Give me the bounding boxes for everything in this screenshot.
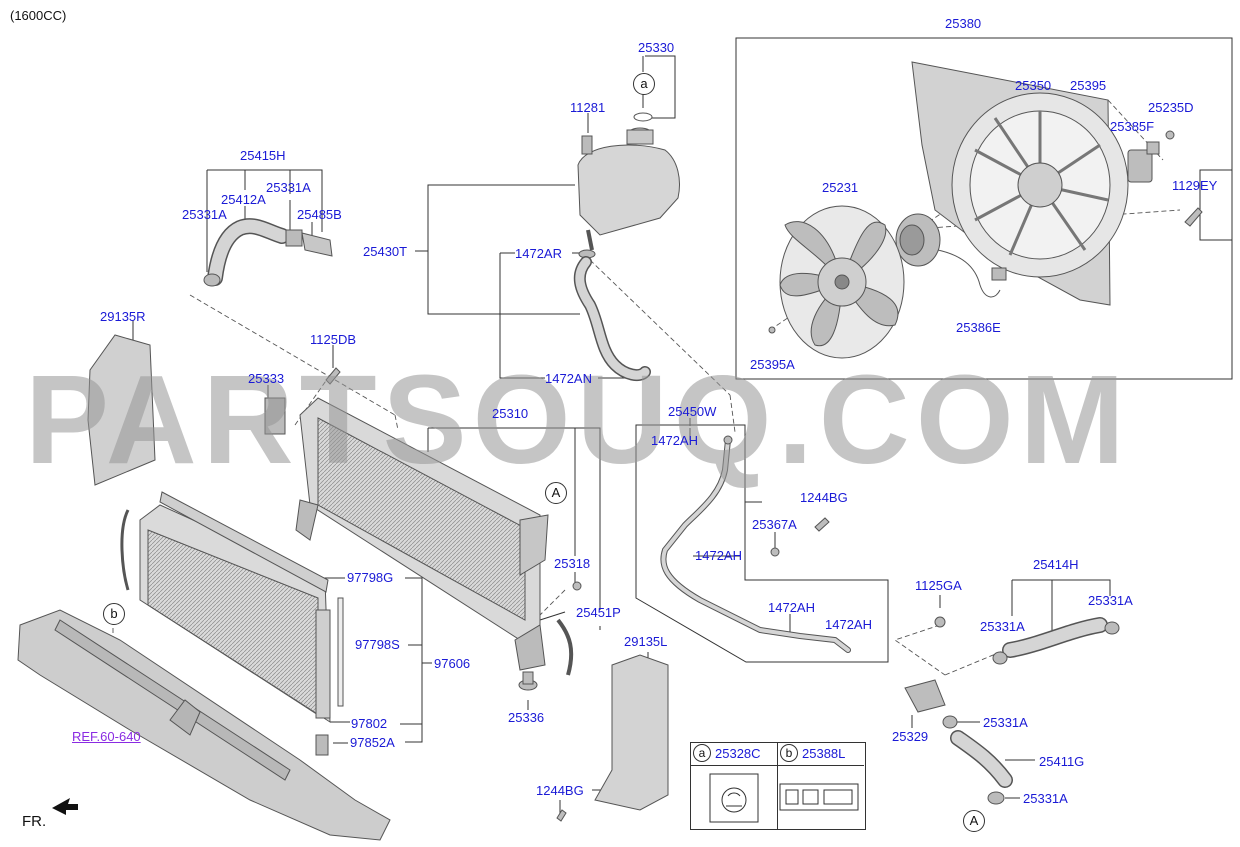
engine-variant-label: (1600CC) xyxy=(10,8,67,23)
callout-A-lower: A xyxy=(963,810,985,832)
part-link-25415H[interactable]: 25415H xyxy=(240,148,286,163)
part-link-11281[interactable]: 11281 xyxy=(570,100,606,115)
part-link-25329[interactable]: 25329 xyxy=(892,729,929,744)
callout-b: b xyxy=(103,603,125,625)
part-link-25414H[interactable]: 25414H xyxy=(1033,557,1079,572)
part-link-25331A-right-left[interactable]: 25331A xyxy=(980,619,1025,634)
part-link-1125DB[interactable]: 1125DB xyxy=(310,332,357,347)
part-link-25328C[interactable]: 25328C xyxy=(715,746,761,761)
bypass-hose-graphic xyxy=(660,435,851,653)
part-link-25367A[interactable]: 25367A xyxy=(752,517,797,532)
part-link-25333[interactable]: 25333 xyxy=(248,371,285,386)
part-link-25411G[interactable]: 25411G xyxy=(1039,754,1085,769)
ref-link[interactable]: REF.60-640 xyxy=(72,729,141,744)
part-link-25331A-upper-right[interactable]: 25331A xyxy=(266,180,311,195)
part-link-25331A-lower-upper[interactable]: 25331A xyxy=(983,715,1028,730)
part-link-97852A[interactable]: 97852A xyxy=(350,735,395,750)
part-link-25385F[interactable]: 25385F xyxy=(1110,119,1155,134)
part-link-25310[interactable]: 25310 xyxy=(492,406,529,421)
part-link-25451P[interactable]: 25451P xyxy=(576,605,621,620)
legend-callout-a: a xyxy=(693,744,711,762)
part-link-25331A-lower-bottom[interactable]: 25331A xyxy=(1023,791,1068,806)
part-link-1244BG-upper[interactable]: 1244BG xyxy=(800,490,848,505)
fan-connector-graphic xyxy=(1127,130,1203,227)
part-link-1129EY[interactable]: 1129EY xyxy=(1172,178,1218,193)
part-link-97798G[interactable]: 97798G xyxy=(347,570,394,585)
part-link-1472AH-lower-right[interactable]: 1472AH xyxy=(825,617,872,632)
part-link-25330[interactable]: 25330 xyxy=(638,40,675,55)
part-link-1472AN[interactable]: 1472AN xyxy=(545,371,592,386)
front-direction-arrow-icon xyxy=(52,798,78,815)
legend-table: a 25328C b 25388L xyxy=(690,742,866,830)
fan-motor-graphic xyxy=(895,213,1007,298)
part-link-25450W[interactable]: 25450W xyxy=(668,404,717,419)
part-link-25336[interactable]: 25336 xyxy=(508,710,545,725)
part-link-25388L[interactable]: 25388L xyxy=(802,746,846,761)
part-link-25331A-upper-left[interactable]: 25331A xyxy=(182,207,227,222)
callout-a: a xyxy=(633,73,655,95)
part-link-25395[interactable]: 25395 xyxy=(1070,78,1107,93)
fan-blade-graphic xyxy=(779,205,905,359)
callout-A-upper: A xyxy=(545,482,567,504)
radiator-graphic xyxy=(264,397,574,676)
part-link-97606[interactable]: 97606 xyxy=(434,656,471,671)
upper-hose-graphic xyxy=(203,218,333,287)
reservoir-graphic xyxy=(577,112,680,259)
part-link-25395A[interactable]: 25395A xyxy=(750,357,795,372)
lower-hose-graphic xyxy=(904,616,1120,805)
part-link-25235D[interactable]: 25235D xyxy=(1148,100,1194,115)
fastener-graphics xyxy=(325,326,830,822)
part-link-25485B[interactable]: 25485B xyxy=(297,207,342,222)
part-link-25318[interactable]: 25318 xyxy=(554,556,591,571)
part-link-97802[interactable]: 97802 xyxy=(351,716,388,731)
part-link-1125GA[interactable]: 1125GA xyxy=(915,578,962,593)
part-link-25350[interactable]: 25350 xyxy=(1015,78,1052,93)
legend-callout-b: b xyxy=(780,744,798,762)
part-link-25412A[interactable]: 25412A xyxy=(221,192,266,207)
part-link-25386E[interactable]: 25386E xyxy=(956,320,1001,335)
air-guard-left-graphic xyxy=(594,654,669,811)
condenser-graphic xyxy=(120,491,344,756)
part-link-25430T[interactable]: 25430T xyxy=(363,244,408,259)
part-link-1472AH-top[interactable]: 1472AH xyxy=(651,433,698,448)
watermark: PARTSOUQ.COM xyxy=(25,349,1131,490)
part-link-25380[interactable]: 25380 xyxy=(945,16,982,31)
part-link-1472AH-middle[interactable]: 1472AH xyxy=(695,548,742,563)
fan-shroud-graphic xyxy=(911,61,1129,306)
part-link-25231[interactable]: 25231 xyxy=(822,180,859,195)
part-link-1472AH-lower-left[interactable]: 1472AH xyxy=(768,600,815,615)
air-guard-right-graphic xyxy=(87,334,156,486)
part-link-1472AR[interactable]: 1472AR xyxy=(515,246,562,261)
front-direction-label: FR. xyxy=(22,813,47,830)
part-link-97798S[interactable]: 97798S xyxy=(355,637,400,652)
part-link-25331A-right-right[interactable]: 25331A xyxy=(1088,593,1133,608)
legend-cell-b: b 25388L xyxy=(778,743,864,829)
part-link-29135L[interactable]: 29135L xyxy=(624,634,668,649)
legend-icons xyxy=(709,773,859,823)
part-link-29135R[interactable]: 29135R xyxy=(100,309,146,324)
carrier-frame-graphic xyxy=(17,609,391,841)
part-link-1244BG-lower[interactable]: 1244BG xyxy=(536,783,584,798)
legend-cell-a: a 25328C xyxy=(691,743,778,829)
